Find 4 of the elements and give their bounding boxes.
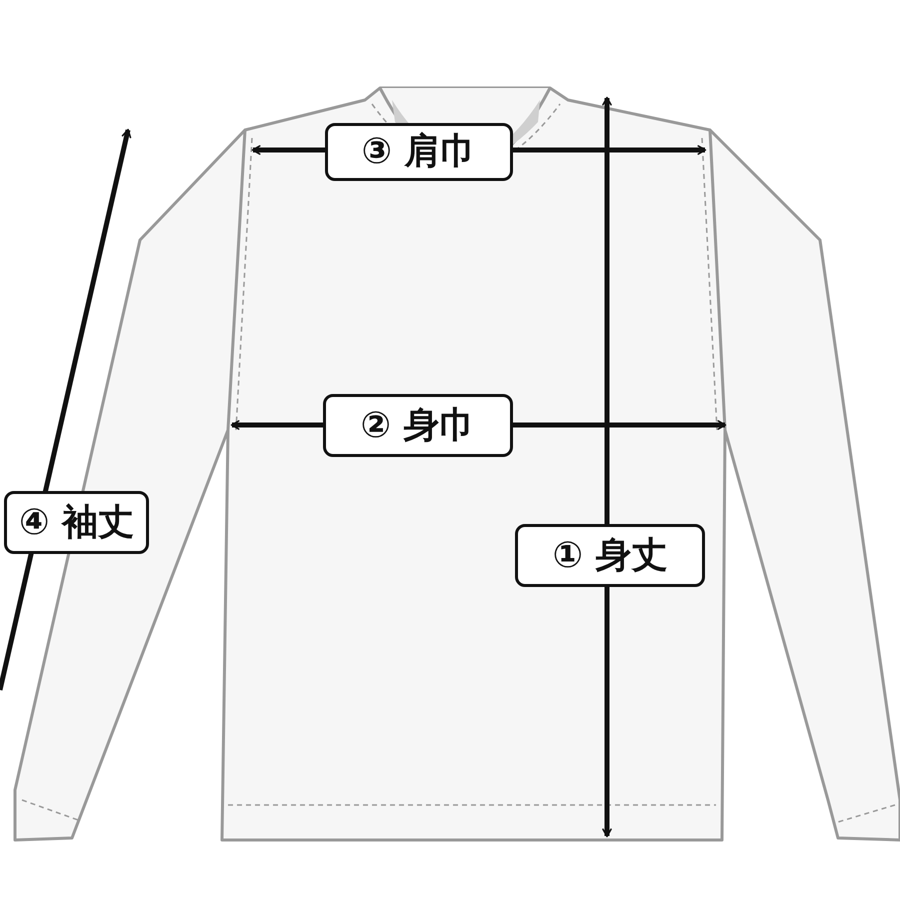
dimension-label: ① 身丈 [515, 524, 705, 587]
dimension-label: ② 身巾 [323, 394, 513, 457]
dimension-label: ④ 袖丈 [4, 491, 150, 554]
dimension-label: ③ 肩巾 [325, 123, 513, 181]
